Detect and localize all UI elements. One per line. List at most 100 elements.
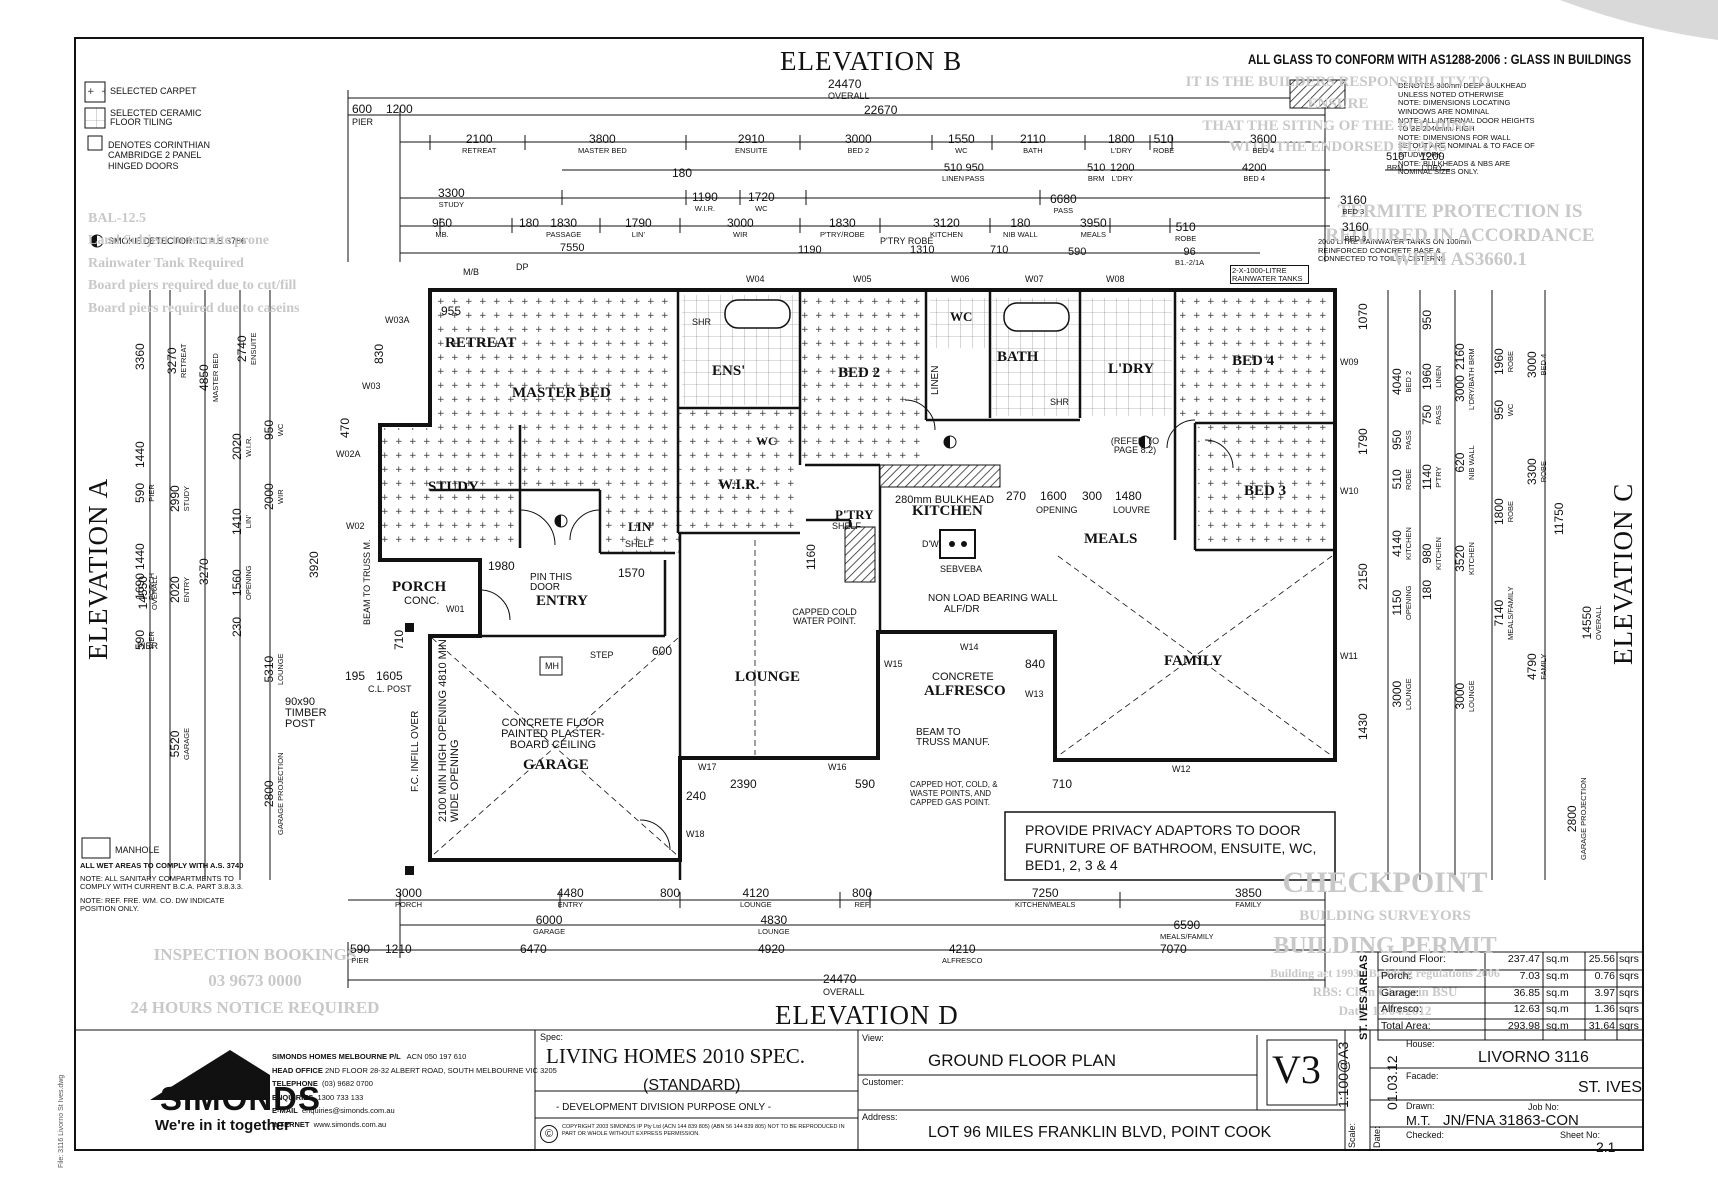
checked-label: Checked: [1406,1130,1445,1140]
timber-post-note: 90x90 TIMBER POST [285,696,327,730]
sebveba-label: SEBVEBA [940,564,983,574]
window-w15: W15 [884,659,903,669]
wir-carpet [678,408,798,533]
bulkhead-notes: DENOTES 300mm DEEP BULKHEAD UNLESS NOTED… [1398,81,1535,177]
window-w04: W04 [746,274,765,284]
tile-legend-swatch [84,107,106,129]
top-pier-600: 600 [352,102,373,116]
dim-240: 240 [686,789,707,803]
legend-smoke: SMOKE DETECTOR TO A.S 3786 [108,236,247,246]
scale-label: Scale: [1347,1122,1357,1148]
bulkhead-note: 280mm BULKHEAD [895,494,995,506]
top-row5-dim-1: 1190 [798,244,822,256]
carpet-legend-swatch [84,81,106,103]
louvre-label: LOUVRE [1113,505,1151,515]
garage-manhole [539,656,563,676]
dim-710: 710 [1052,777,1073,791]
top-overall-label: OVERALL [828,91,870,101]
refer-note: (REFER TO PAGE 8.2) [1110,436,1160,455]
house-label: House: [1406,1039,1435,1049]
top-row5-dim-2: 1310 [910,244,935,256]
garage-ceiling-note: CONCRETE FLOOR PAINTED PLASTER-BOARD CEI… [501,717,605,751]
pantry-shelf: SHELF [832,521,862,531]
elevation-b-heading: ELEVATION B [780,46,963,76]
simonds-logo: SIMONDS [160,1080,322,1117]
left-dim-5: 1440 [133,441,147,468]
room-wc: WC [950,309,973,324]
window-w10: W10 [1340,486,1359,496]
alf-dr-note: ALF/DR [944,604,980,615]
area-cell-3-2: sq.m [1546,1003,1569,1016]
house-value: LIVORNO 3116 [1478,1049,1589,1066]
step-note: STEP [590,650,614,660]
top-row4-dim-1: 180 [519,216,540,230]
lin-carpet [600,493,680,553]
window-w08: W08 [1106,274,1125,284]
dim-590: 590 [855,777,876,791]
room-laundry: L'DRY [1108,361,1155,377]
cl-post-note: C.L. POST [368,684,412,694]
window-w17: W17 [698,762,717,772]
drawn-label: Drawn: [1406,1101,1435,1111]
left-dim-0: 3360 [133,343,147,370]
address-value: LOT 96 MILES FRANKLIN BLVD, POINT COOK [928,1124,1272,1141]
porch-post [405,623,414,632]
bulkhead-hatch [879,464,1001,488]
room-garage: GARAGE [523,757,589,773]
elevation-a-heading: ELEVATION A [83,477,113,660]
right-dim-1: 1790 [1356,428,1370,455]
tank-note: 2000 LITRE RAINWATER TANKS ON 100mm REIN… [1318,237,1472,264]
island-bench [939,529,976,559]
tank-label: 2-X-1000-LITRE RAINWATER TANKS [1230,265,1309,284]
room-bath: BATH [997,349,1039,365]
area-cell-4-3: 31.64 [1588,1020,1615,1033]
legend-carpet: SELECTED CARPET [110,86,197,96]
study-carpet [380,428,520,546]
sheet-value: 2.1 [1596,1139,1616,1155]
right-dim-25: 180 [1420,579,1434,600]
room-linen-cupboard: LINEN [930,365,941,395]
ptry-robe-label: P'TRY ROBE [880,236,934,246]
bulkhead-legend-swatch [1289,79,1346,109]
dim-1160: 1160 [804,544,818,570]
bath-tub [1003,302,1070,332]
checkpoint-stamp: CHECKPOINT BUILDING SURVEYORS BUILDING P… [1270,866,1500,1018]
manhole-note: MANHOLE [115,845,160,855]
garage-post [405,866,414,875]
area-cell-4-2: sq.m [1546,1020,1569,1033]
window-w12: W12 [1172,764,1191,774]
meter-box-label: M/B [463,267,480,277]
spec-title: LIVING HOMES 2010 SPEC. [546,1044,806,1068]
legend-tiling: SELECTED CERAMIC FLOOR TILING [110,108,202,127]
louvre-1480: 1480 [1115,489,1142,503]
bottom-dim-12: 6470 [520,942,547,956]
room-porch-sub: CONC. [404,595,440,607]
